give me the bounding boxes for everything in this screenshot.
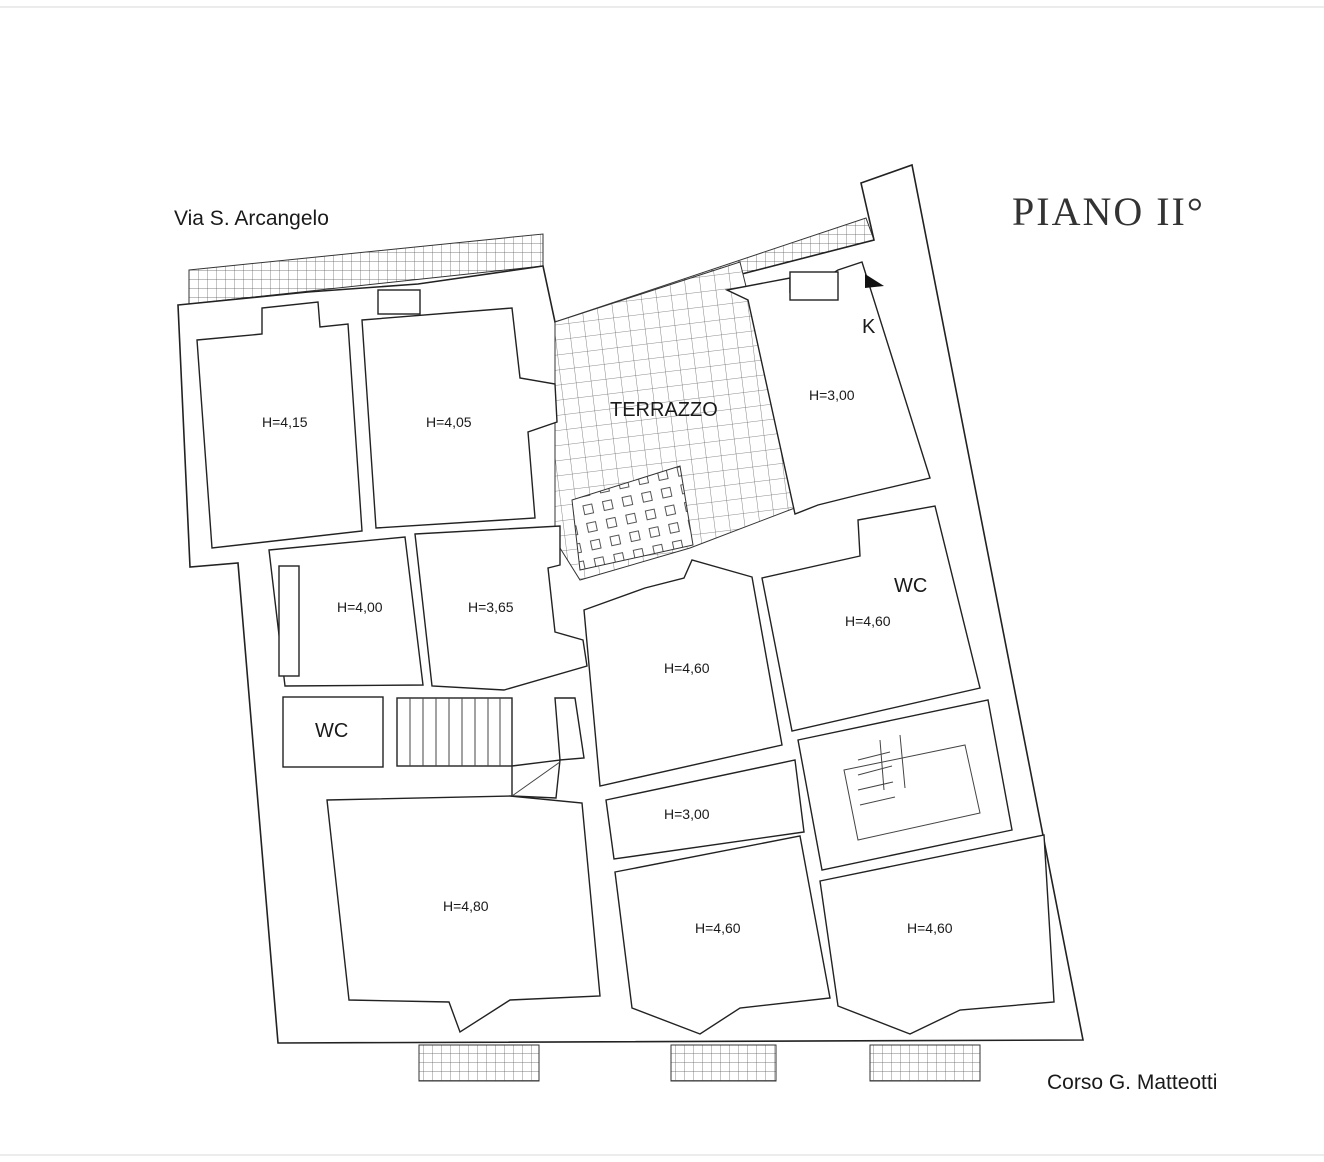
- room-9: [605, 759, 805, 860]
- balcony-bottom-2: [670, 1044, 777, 1082]
- staircase-left: [396, 697, 585, 799]
- staircase-right: [797, 699, 1013, 871]
- room-11: [614, 835, 831, 1035]
- street-label-top: Via S. Arcangelo: [174, 207, 329, 230]
- room-9-height: H=3,00: [664, 806, 710, 822]
- room-5-height: H=3,65: [468, 599, 514, 615]
- room-2-height: H=4,05: [426, 414, 472, 430]
- room-2: [361, 307, 558, 529]
- window-niche-kitchen: [789, 271, 839, 301]
- room-7-wc: [761, 505, 981, 732]
- north-marker-icon: [865, 274, 884, 288]
- room-10: [326, 795, 601, 1034]
- room-6-height: H=4,60: [664, 660, 710, 676]
- room-12: [819, 834, 1055, 1035]
- room-8-wc: [282, 696, 384, 768]
- room-7-height: H=4,60: [845, 613, 891, 629]
- room-6: [583, 559, 783, 787]
- room-3-height: H=3,00: [809, 387, 855, 403]
- terrace-skylight: [571, 465, 694, 571]
- room-7-wc-label: WC: [894, 575, 927, 597]
- street-label-bottom: Corso G. Matteotti: [1047, 1071, 1217, 1094]
- room-11-height: H=4,60: [695, 920, 741, 936]
- window-niche-top: [377, 289, 421, 315]
- balcony-bottom-1: [418, 1044, 540, 1082]
- stair-strip-left: [278, 565, 300, 677]
- room-5: [414, 525, 588, 691]
- room-8-wc-label: WC: [315, 720, 348, 742]
- room-1-height: H=4,15: [262, 414, 308, 430]
- room-1: [196, 301, 363, 549]
- balcony-bottom-3: [869, 1044, 981, 1082]
- terrace-label: TERRAZZO: [610, 399, 718, 421]
- room-4-height: H=4,00: [337, 599, 383, 615]
- room-12-height: H=4,60: [907, 920, 953, 936]
- kitchen-label: K: [862, 316, 876, 338]
- plan-title: PIANO II°: [1012, 189, 1205, 234]
- room-10-height: H=4,80: [443, 898, 489, 914]
